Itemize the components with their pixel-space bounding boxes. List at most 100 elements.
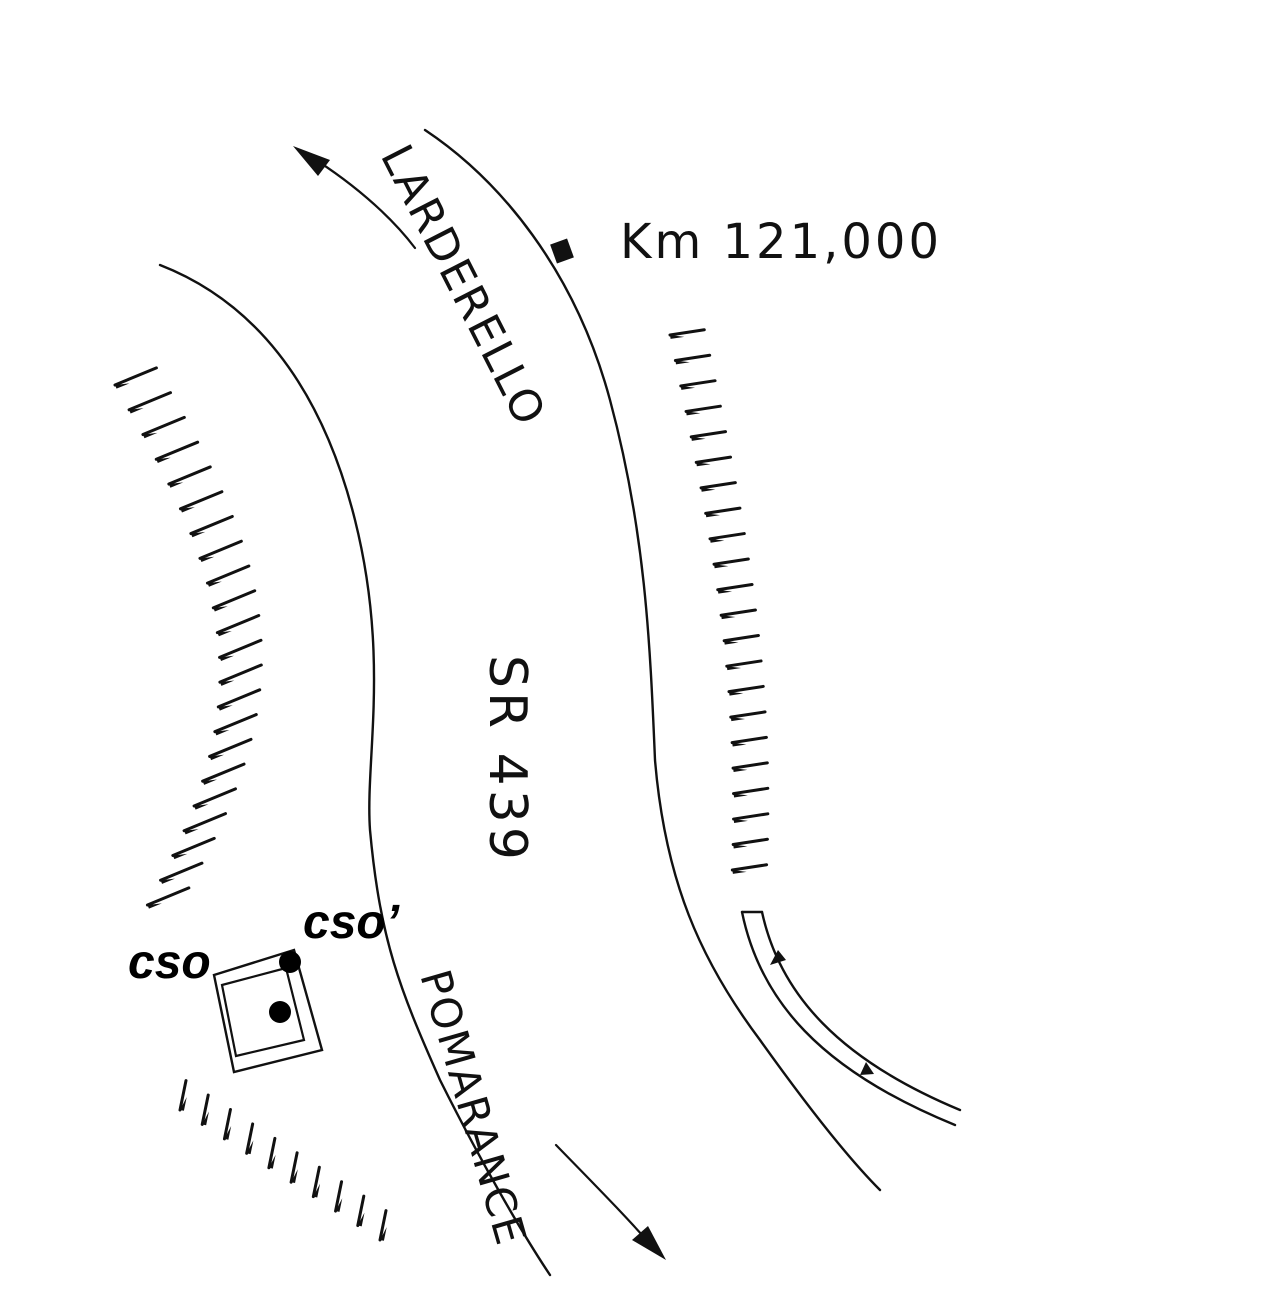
hatch-tick bbox=[194, 804, 209, 810]
hatch-mark bbox=[679, 379, 717, 388]
hatch-mark bbox=[201, 762, 246, 783]
hatch-mark bbox=[267, 1136, 277, 1170]
hatch-mark bbox=[334, 1180, 344, 1213]
hatch-tick bbox=[717, 589, 733, 594]
filled-dot-icon bbox=[269, 1001, 291, 1023]
hatch-tick bbox=[209, 754, 225, 761]
hatch-tick bbox=[691, 436, 706, 441]
embankment-hatch-bottom bbox=[178, 1079, 388, 1242]
hatch-mark bbox=[716, 583, 754, 592]
hatch-tick bbox=[190, 531, 206, 538]
hatch-tick bbox=[168, 482, 184, 488]
hatch-tick bbox=[709, 538, 725, 543]
hatch-tick bbox=[180, 1097, 187, 1111]
hatch-tick bbox=[268, 1154, 276, 1169]
hatch-mark bbox=[159, 861, 204, 882]
hatch-tick bbox=[686, 411, 701, 416]
hatch-tick bbox=[217, 630, 232, 637]
hatch-tick bbox=[202, 779, 218, 785]
hatch-tick bbox=[160, 878, 175, 884]
embankment-hatch-left bbox=[113, 366, 263, 909]
station-primary-label: cso bbox=[128, 936, 211, 989]
building-outline bbox=[212, 948, 324, 1074]
hatch-mark bbox=[732, 812, 770, 821]
hatch-tick bbox=[214, 730, 230, 736]
hatch-mark bbox=[729, 710, 767, 719]
hatch-tick bbox=[732, 742, 747, 747]
guard-rail-inner bbox=[760, 910, 962, 1112]
hatch-tick bbox=[705, 513, 720, 518]
hatch-tick bbox=[726, 666, 742, 671]
arrow-down-right-icon bbox=[554, 1143, 666, 1260]
hatch-tick bbox=[142, 432, 158, 439]
hatch-tick bbox=[246, 1140, 254, 1155]
hatch-mark bbox=[218, 638, 263, 659]
hatch-tick bbox=[728, 691, 744, 696]
hatch-mark bbox=[189, 514, 234, 536]
hatch-tick bbox=[675, 360, 690, 365]
hatch-mark bbox=[178, 1079, 188, 1112]
hatch-mark bbox=[727, 684, 765, 694]
hatch-mark bbox=[200, 1093, 210, 1126]
hatch-tick bbox=[291, 1169, 298, 1184]
hatch-mark bbox=[113, 366, 158, 387]
hatch-mark bbox=[211, 589, 257, 610]
hatch-mark bbox=[694, 455, 733, 464]
hatch-mark bbox=[245, 1122, 255, 1155]
hatch-tick bbox=[156, 457, 171, 463]
hatch-mark bbox=[689, 430, 728, 439]
hatch-tick bbox=[733, 768, 748, 773]
hatch-mark bbox=[127, 391, 172, 412]
south-destination-label: POMARANCE bbox=[410, 964, 536, 1251]
road-left-edge bbox=[158, 263, 552, 1277]
guard-rail-post-2 bbox=[860, 1062, 874, 1075]
hatch-mark bbox=[178, 490, 224, 511]
square-marker-icon bbox=[550, 238, 574, 264]
hatch-mark bbox=[719, 608, 757, 617]
filled-dot-icon bbox=[279, 951, 301, 973]
embankment-hatch-right bbox=[668, 328, 770, 874]
hatch-tick bbox=[219, 680, 235, 686]
hatch-tick bbox=[732, 870, 747, 874]
hatch-tick bbox=[714, 564, 729, 569]
hatch-mark bbox=[699, 481, 737, 490]
hatch-tick bbox=[184, 829, 199, 835]
hatch-mark bbox=[712, 557, 750, 566]
hatch-mark bbox=[722, 633, 760, 643]
hatch-mark bbox=[673, 353, 712, 362]
hatch-mark bbox=[731, 837, 769, 847]
hatch-mark bbox=[708, 532, 746, 541]
hatch-mark bbox=[198, 539, 243, 560]
north-destination-label: LARDERELLO bbox=[370, 137, 555, 435]
hatch-mark bbox=[704, 506, 742, 515]
hatch-mark bbox=[167, 465, 212, 486]
hatch-tick bbox=[213, 606, 228, 612]
hatch-mark bbox=[154, 440, 200, 461]
hatch-tick bbox=[147, 903, 162, 909]
hatch-mark bbox=[145, 886, 191, 907]
guard-rail-post-1 bbox=[770, 950, 786, 965]
hatch-mark bbox=[730, 863, 769, 872]
hatch-tick bbox=[696, 462, 711, 467]
hatch-tick bbox=[172, 853, 188, 860]
hatch-mark bbox=[208, 737, 253, 758]
hatch-tick bbox=[207, 581, 222, 587]
station-secondary-label: cso’ bbox=[303, 896, 400, 949]
hatch-mark bbox=[725, 659, 763, 668]
hatch-mark bbox=[684, 404, 722, 413]
road-right-edge bbox=[423, 128, 882, 1192]
hatch-mark bbox=[731, 761, 769, 770]
hatch-tick bbox=[733, 793, 748, 798]
hatch-tick bbox=[733, 844, 748, 849]
hatch-mark bbox=[215, 614, 261, 635]
hatch-tick bbox=[115, 383, 130, 389]
hatch-mark bbox=[216, 688, 262, 709]
hatch-mark bbox=[205, 564, 251, 585]
hatch-mark bbox=[171, 836, 216, 857]
hatch-mark bbox=[222, 1107, 232, 1141]
hatch-tick bbox=[224, 1125, 232, 1140]
hatch-mark bbox=[218, 663, 263, 684]
road-name-label: SR 439 bbox=[477, 655, 537, 864]
hatch-mark bbox=[289, 1151, 299, 1184]
